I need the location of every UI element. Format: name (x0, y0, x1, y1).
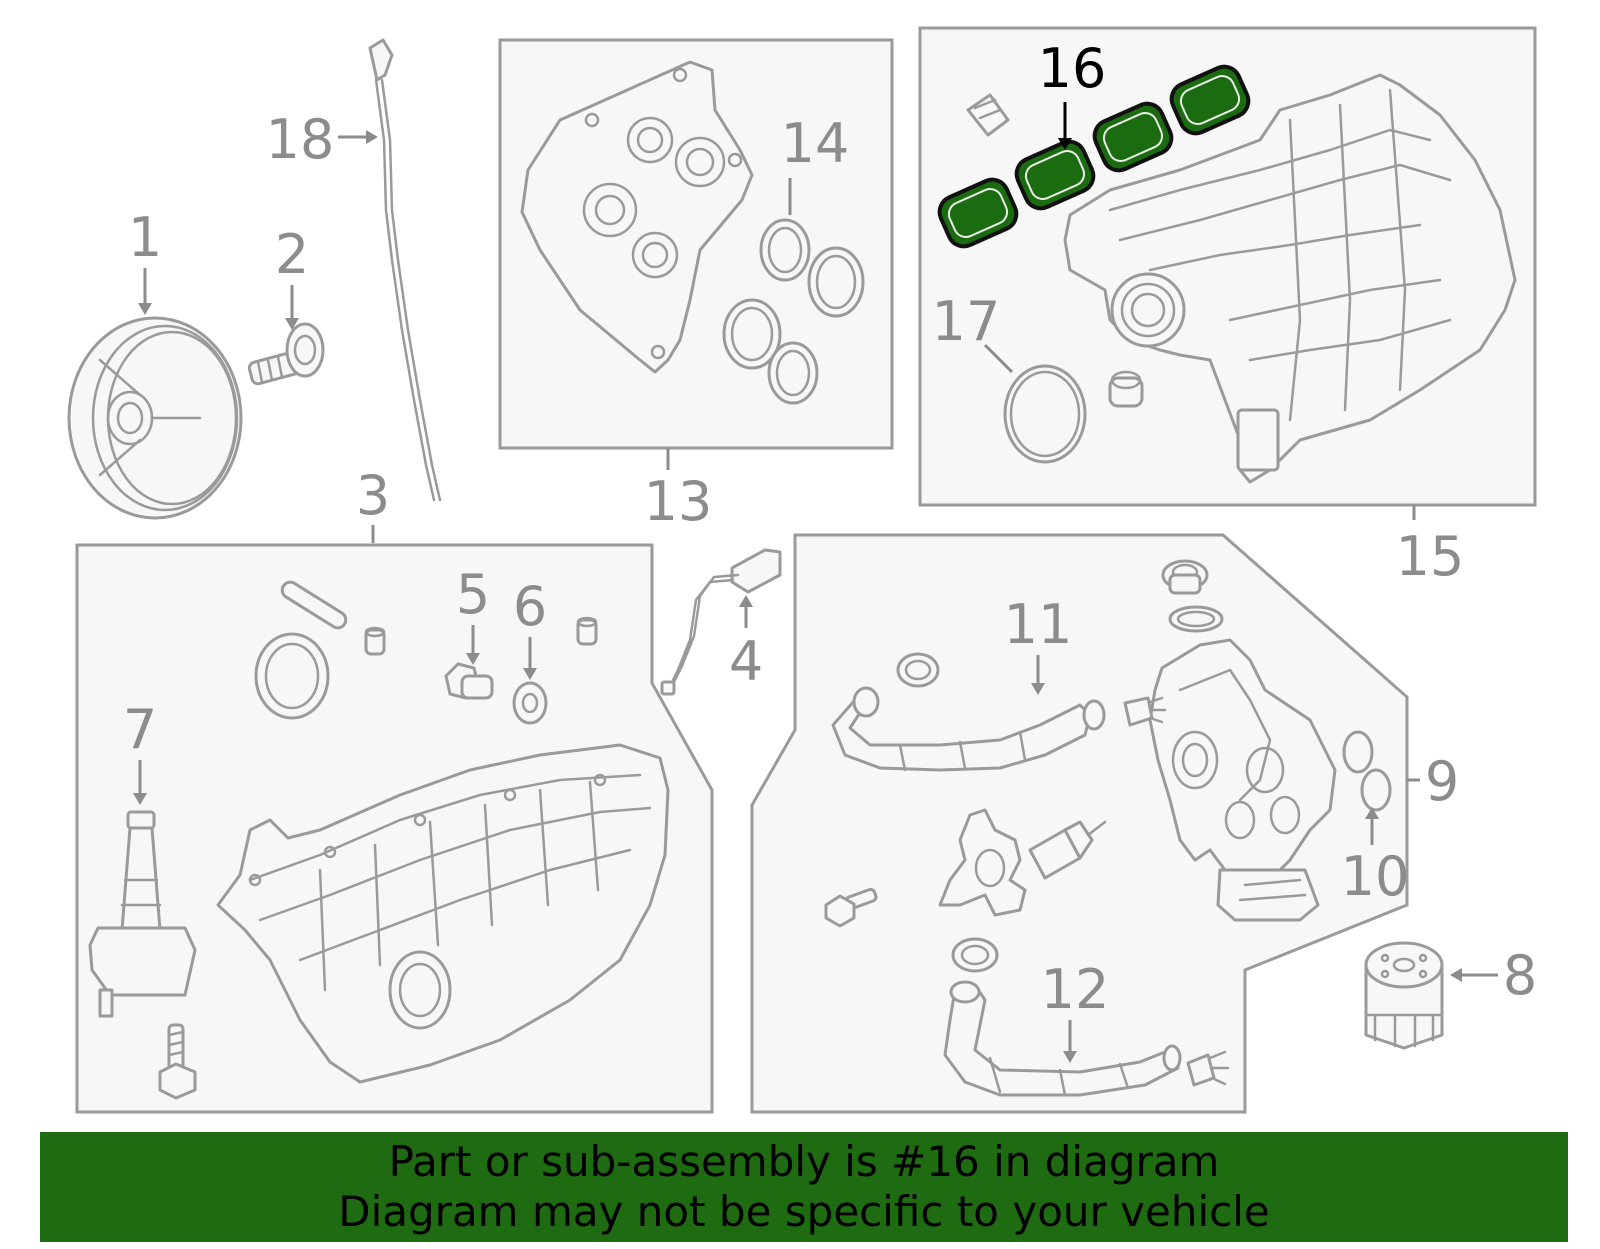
vacuum-fitting[interactable] (1108, 370, 1144, 408)
temp-sensor[interactable] (1028, 820, 1107, 880)
callout-10: 10 (1341, 845, 1410, 908)
oil-dipstick[interactable] (368, 38, 442, 502)
coolant-hose-11[interactable] (831, 686, 1106, 772)
oil-pan[interactable] (216, 743, 670, 1084)
callout-6: 6 (513, 575, 547, 638)
hose-clamp-b[interactable] (951, 937, 999, 973)
callout-9: 9 (1425, 750, 1459, 813)
small-sleeve-b[interactable] (576, 616, 598, 646)
hose-connector-b[interactable] (1186, 1050, 1230, 1087)
callout-11: 11 (1004, 593, 1073, 656)
housing-cap[interactable] (1161, 559, 1209, 595)
callout-labels: 1 2 3 4 5 6 7 8 9 10 11 12 13 14 15 16 1… (123, 37, 1537, 1021)
crankshaft-pulley[interactable] (67, 316, 243, 520)
intake-gasket-16[interactable] (935, 62, 1254, 252)
callout-3: 3 (356, 464, 390, 527)
oil-filter[interactable] (1364, 941, 1444, 1050)
small-sleeve-a[interactable] (364, 626, 386, 656)
banner-line-disclaimer: Diagram may not be specific to your vehi… (338, 1187, 1270, 1236)
throttle-gasket-17[interactable] (1003, 364, 1087, 464)
o-ring-set-14[interactable] (722, 218, 865, 405)
banner-line-part: Part or sub-assembly is #16 in diagram (388, 1137, 1220, 1186)
intake-bracket[interactable] (966, 93, 1010, 137)
callout-16: 16 (1038, 37, 1107, 100)
pan-seal-ring[interactable] (254, 632, 330, 720)
oil-level-sensor[interactable] (88, 810, 197, 1018)
callout-5: 5 (456, 563, 490, 626)
oil-pressure-switch[interactable] (660, 548, 782, 696)
coolant-hose-12[interactable] (943, 980, 1182, 1097)
housing-o-rings-10[interactable] (1342, 730, 1392, 812)
info-banner: Part or sub-assembly is #16 in diagram D… (40, 1132, 1568, 1242)
thermostat[interactable] (938, 808, 1027, 917)
callout-12: 12 (1041, 958, 1110, 1021)
callout-13: 13 (644, 470, 713, 533)
callout-1: 1 (128, 206, 162, 269)
oil-filter-housing[interactable] (1148, 638, 1337, 922)
callout-8: 8 (1503, 944, 1537, 1007)
hose-clamp-a[interactable] (896, 652, 940, 688)
callout-17: 17 (932, 290, 1001, 353)
callout-15: 15 (1396, 525, 1465, 588)
callout-14: 14 (781, 112, 850, 175)
cap-gasket[interactable] (1168, 605, 1224, 633)
drain-plug[interactable] (444, 662, 494, 700)
callout-18: 18 (266, 108, 335, 171)
drain-washer[interactable] (512, 681, 548, 725)
hose-connector-a[interactable] (1123, 696, 1167, 727)
housing-bolt[interactable] (824, 887, 878, 928)
intake-manifold[interactable] (1063, 73, 1517, 484)
dowel-pin[interactable] (279, 579, 349, 631)
pulley-bolt[interactable] (247, 322, 325, 386)
callout-4: 4 (729, 630, 763, 693)
callout-7: 7 (123, 698, 157, 761)
sensor-bolt[interactable] (158, 1023, 197, 1100)
oil-cooler-plate[interactable] (520, 60, 754, 374)
callout-2: 2 (275, 223, 309, 286)
